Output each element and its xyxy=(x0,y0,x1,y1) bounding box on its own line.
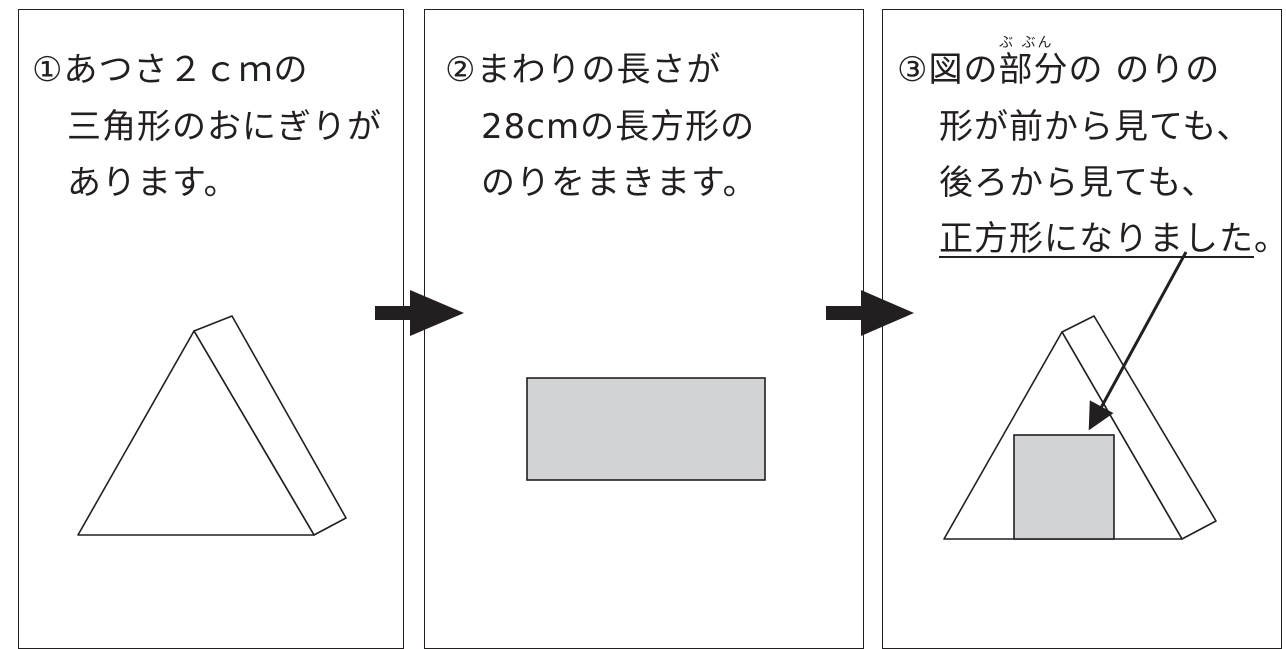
furigana-bubun: ぶ ぶん xyxy=(999,35,1054,51)
step-3-line-1: ③図の部分の のりの xyxy=(897,50,1221,90)
onigiri-front-face xyxy=(77,330,315,536)
sentence-end: 。 xyxy=(1254,219,1286,259)
step-3-line-3: 後ろから見ても、 xyxy=(939,163,1217,203)
underlined-result-text: 正方形になりました xyxy=(939,219,1254,259)
right-arrow-icon xyxy=(826,290,914,336)
nori-rectangle xyxy=(526,377,766,481)
step-1-line-2: 三角形のおにぎりが xyxy=(67,107,382,147)
step-2-line-1: ②まわりの長さが xyxy=(445,50,722,90)
step-1-panel: ①あつさ２ｃｍの 三角形のおにぎりが あります。 xyxy=(18,9,404,649)
step-1-line-3: あります。 xyxy=(67,163,239,203)
onigiri-triangle-shape xyxy=(77,315,347,536)
step-3-line-2: 形が前から見ても、 xyxy=(939,107,1252,147)
pointer-arrow xyxy=(1088,251,1188,431)
step-2-panel: ②まわりの長さが 28cmの長方形の のりをまきます。 xyxy=(424,9,864,649)
step-2-line-3: のりをまきます。 xyxy=(481,163,758,203)
step-3-line-4: 正方形になりました。 xyxy=(939,219,1286,259)
right-arrow-icon xyxy=(375,290,464,336)
illustration-layer xyxy=(77,251,1217,540)
step-2-line-2: 28cmの長方形の xyxy=(481,107,756,147)
square-nori-part xyxy=(1013,434,1115,540)
step-1-line-1: ①あつさ２ｃｍの xyxy=(32,50,309,90)
